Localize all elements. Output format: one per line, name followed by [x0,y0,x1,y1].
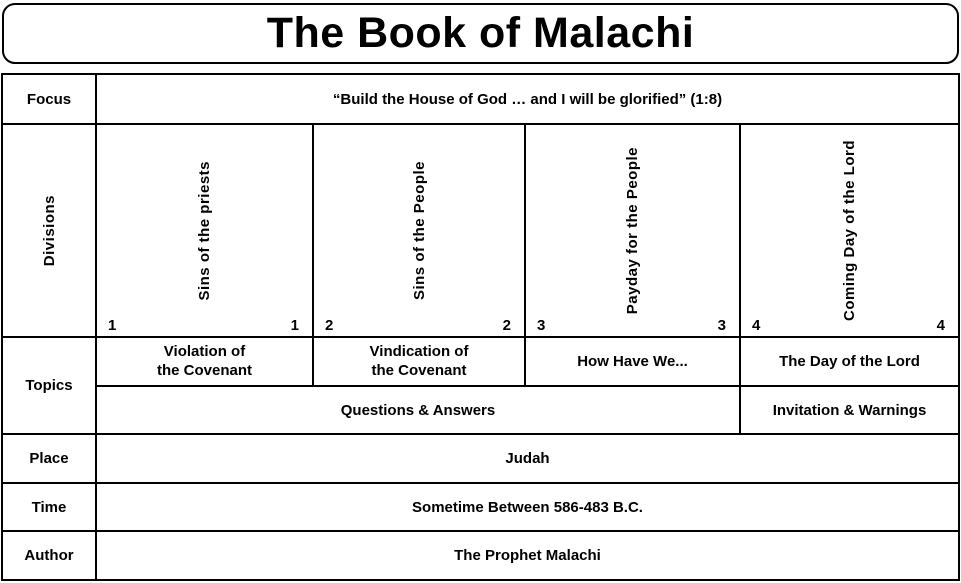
division-column-2: Sins of the People 2 2 [314,125,526,338]
division-1-title: Sins of the priests [196,160,213,301]
division-2-chapter-start: 2 [325,317,334,334]
topic-span-questions-answers: Questions & Answers [97,387,741,435]
divisions-row-label-text: Divisions [40,194,58,267]
division-2-chapter-end: 2 [502,317,511,334]
topic-span-invitation-warnings: Invitation & Warnings [741,387,958,435]
division-3-chapter-end: 3 [717,317,726,334]
division-column-4: Coming Day of the Lord 4 4 [741,125,958,338]
time-value: Sometime Between 586-483 B.C. [97,484,958,532]
division-3-chapter-start: 3 [537,317,546,334]
topic-cell-2: Vindication of the Covenant [314,338,526,387]
chart-title-box: The Book of Malachi [2,3,959,64]
book-survey-chart: Focus “Build the House of God … and I wi… [1,73,960,581]
division-column-1: Sins of the priests 1 1 [97,125,314,338]
division-3-title: Payday for the People [624,146,641,315]
focus-value: “Build the House of God … and I will be … [97,75,958,125]
author-value: The Prophet Malachi [454,547,601,564]
division-1-chapter-start: 1 [108,317,117,334]
division-4-chapter-start: 4 [752,317,761,334]
division-column-3: Payday for the People 3 3 [526,125,741,338]
focus-row-label: Focus [3,75,97,125]
place-row-label: Place [3,435,97,484]
topic-cell-1: Violation of the Covenant [97,338,314,387]
place-value: Judah [97,435,958,484]
divisions-row-label: Divisions [3,125,97,338]
division-4-title: Coming Day of the Lord [841,140,858,321]
topic-cell-4: The Day of the Lord [741,338,958,387]
time-row-label: Time [3,484,97,532]
division-4-chapter-end: 4 [936,317,945,334]
author-row-label: Author [3,532,97,579]
division-2-title: Sins of the People [410,160,428,301]
chart-title: The Book of Malachi [266,9,695,57]
topics-row-label: Topics [3,338,97,435]
topic-cell-3: How Have We... [526,338,741,387]
division-1-chapter-end: 1 [290,317,299,334]
